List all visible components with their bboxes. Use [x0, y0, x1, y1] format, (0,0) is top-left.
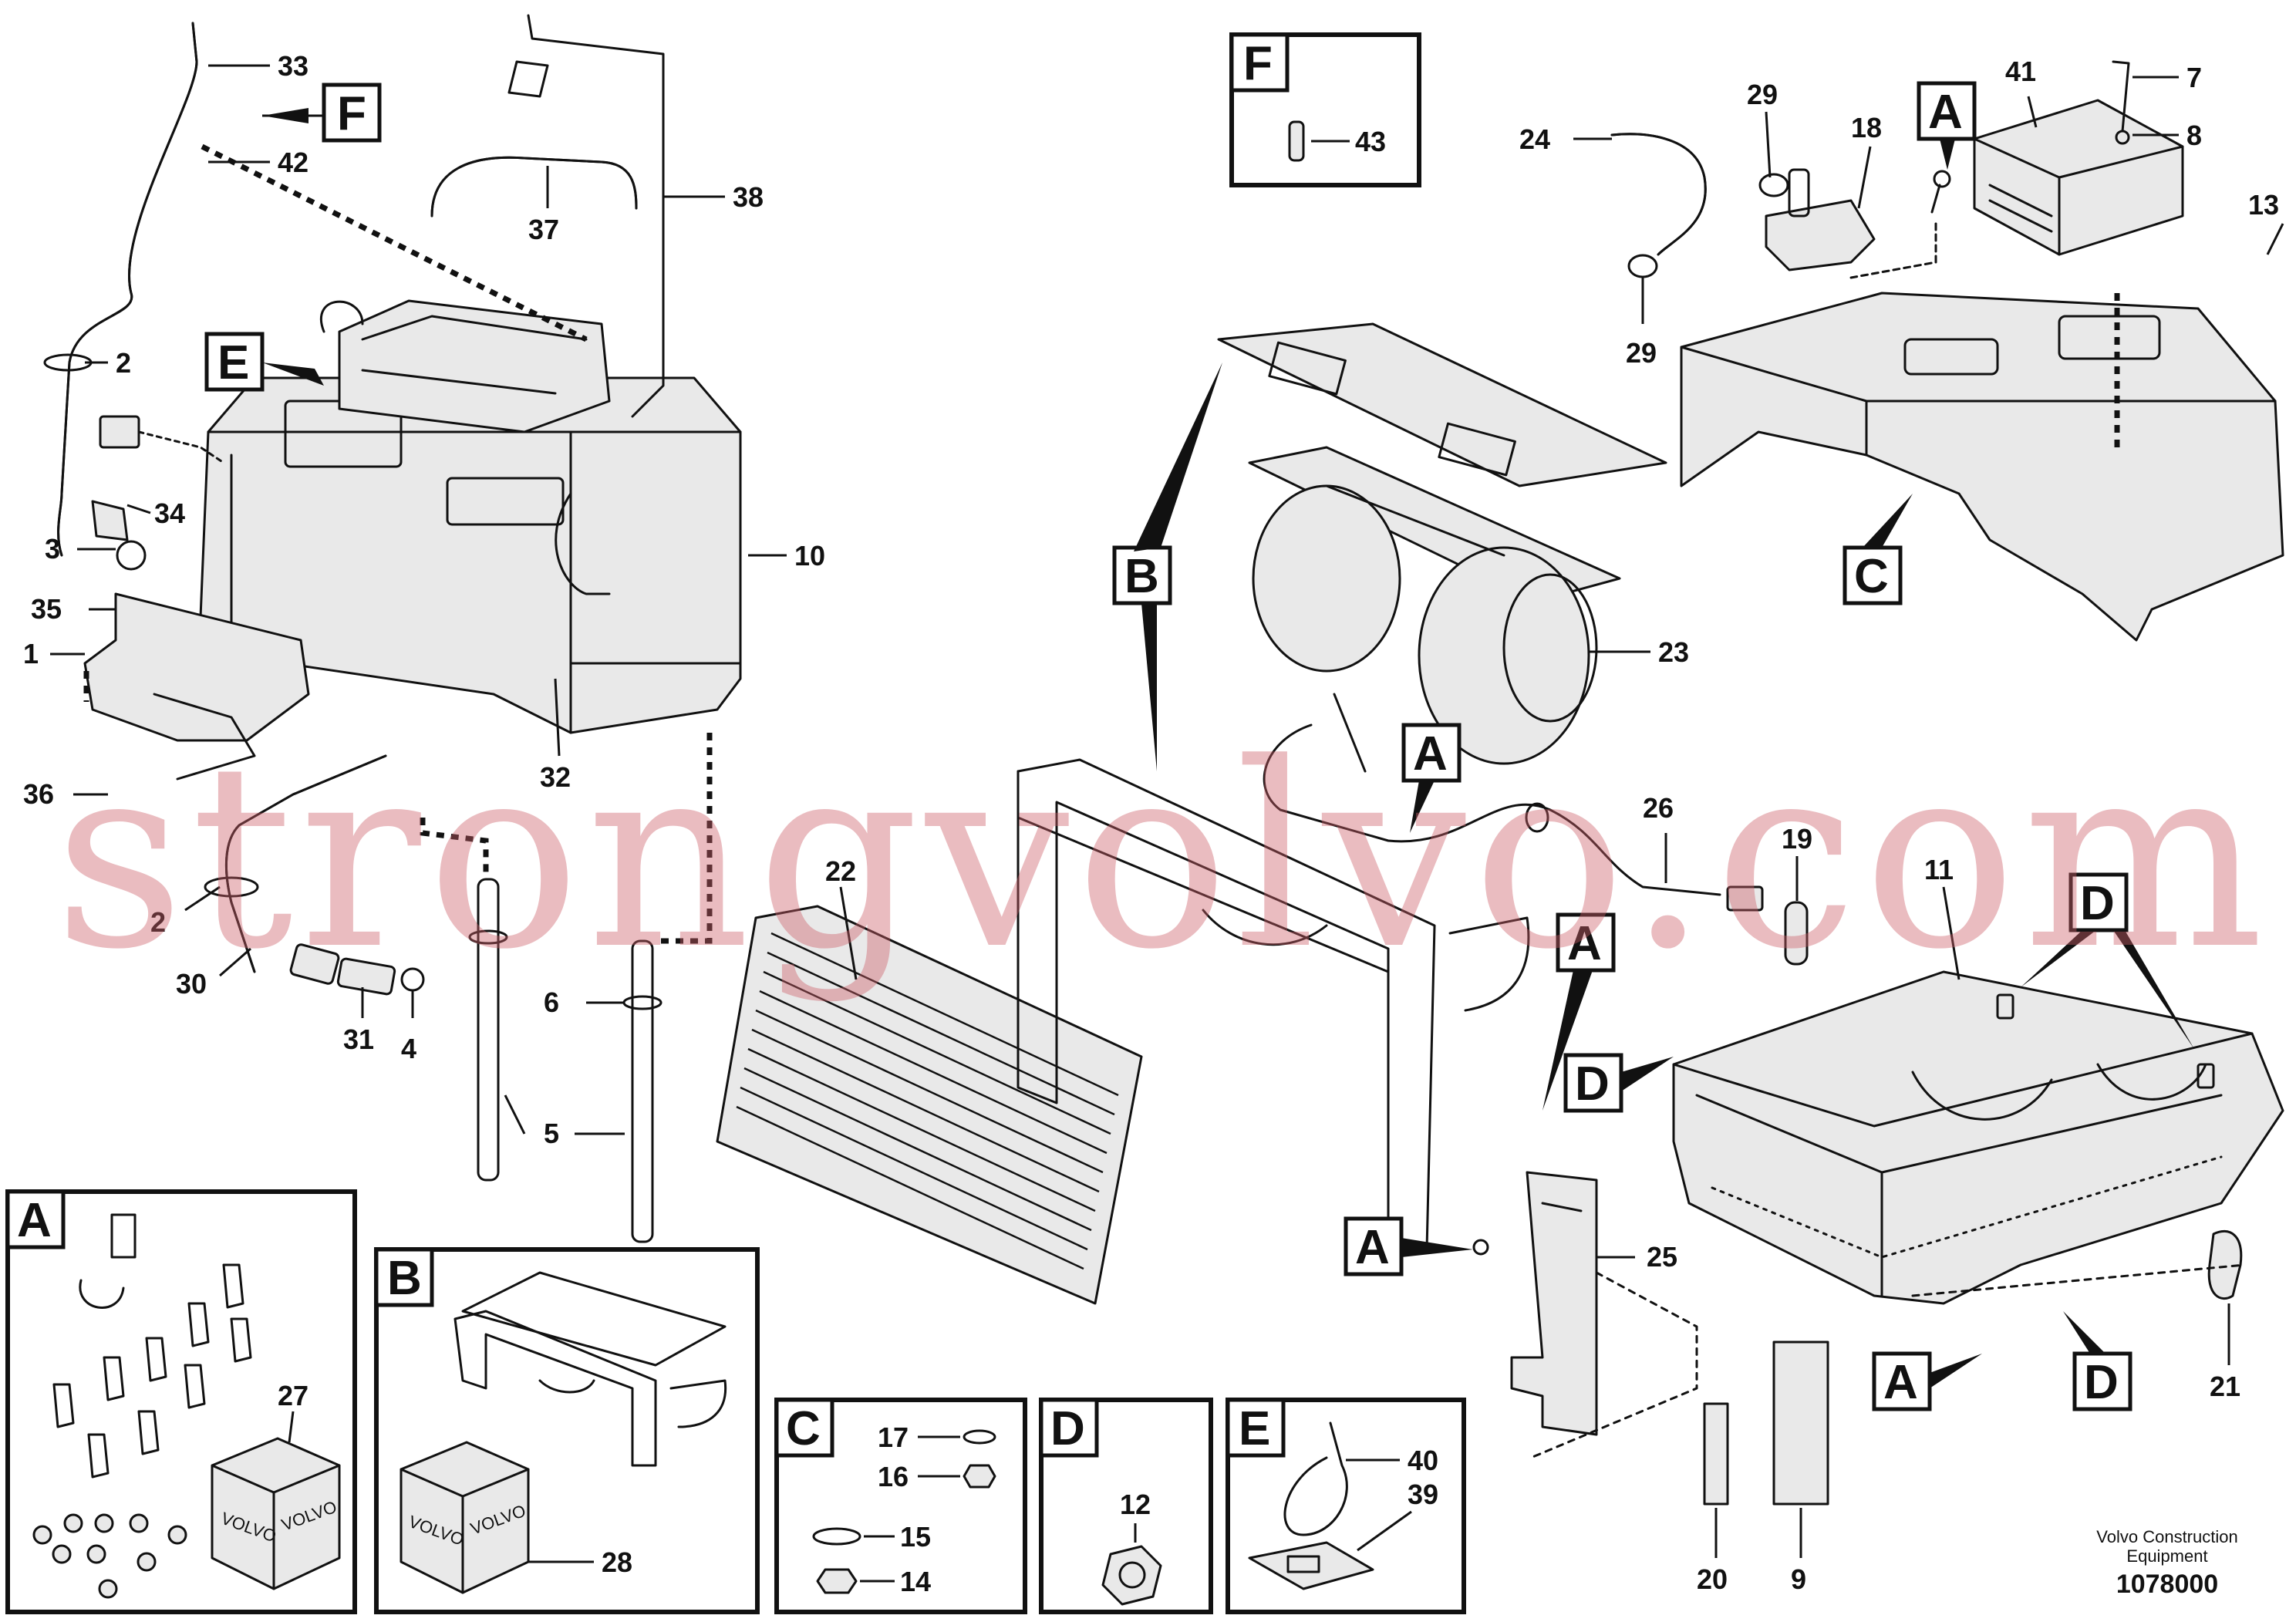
svg-text:E: E — [1239, 1402, 1270, 1455]
label-6: 6 — [544, 986, 559, 1018]
svg-text:D: D — [2084, 1356, 2119, 1409]
label-36: 36 — [23, 778, 54, 810]
svg-text:A: A — [1883, 1356, 1918, 1409]
label-29-bottom: 29 — [1626, 337, 1657, 369]
label-34: 34 — [154, 497, 185, 529]
hvac-unit-assembly — [43, 14, 742, 1243]
label-29-top: 29 — [1747, 79, 1778, 110]
svg-text:F: F — [337, 87, 366, 140]
label-5: 5 — [544, 1118, 559, 1149]
condenser-assembly — [716, 758, 1530, 1305]
svg-text:A: A — [1928, 86, 1963, 139]
label-13: 13 — [2248, 189, 2279, 221]
svg-text:D: D — [1050, 1402, 1085, 1455]
label-43: 43 — [1355, 126, 1386, 157]
watermark: strongvolvo.com — [54, 709, 2270, 1005]
label-30: 30 — [176, 968, 207, 1000]
label-35: 35 — [31, 593, 62, 625]
label-33: 33 — [278, 50, 308, 82]
label-26: 26 — [1643, 792, 1674, 824]
inset-e: E 40 39 — [1226, 1398, 1466, 1614]
footer-line1: Volvo Construction — [2096, 1527, 2237, 1546]
label-7: 7 — [2186, 62, 2202, 93]
label-38: 38 — [733, 181, 764, 213]
svg-text:F: F — [1243, 37, 1273, 90]
label-42: 42 — [278, 147, 308, 178]
svg-text:A: A — [17, 1194, 52, 1247]
label-14: 14 — [900, 1566, 931, 1597]
footer-line2: Equipment — [2126, 1546, 2207, 1566]
label-24: 24 — [1519, 123, 1550, 155]
label-19: 19 — [1782, 823, 1812, 855]
label-11: 11 — [1924, 854, 1954, 885]
inset-a: A VOLVO VOLVO 27 — [5, 1189, 357, 1614]
label-17: 17 — [878, 1421, 909, 1453]
label-3: 3 — [45, 533, 60, 565]
label-25: 25 — [1647, 1241, 1677, 1273]
label-16: 16 — [878, 1461, 909, 1492]
top-cover-assembly — [1610, 60, 2284, 642]
label-8: 8 — [2186, 120, 2202, 151]
label-28: 28 — [602, 1546, 632, 1578]
label-2-bottom: 2 — [150, 906, 166, 938]
inset-b: B VOLVO VOLVO 28 — [374, 1247, 760, 1614]
label-31: 31 — [343, 1023, 374, 1055]
part-number-labels: 33 42 2 34 3 35 1 36 10 32 37 38 2 30 31… — [23, 50, 2284, 1595]
label-12: 12 — [1120, 1489, 1151, 1520]
blower-assembly — [1217, 322, 1764, 912]
label-40: 40 — [1408, 1445, 1438, 1476]
label-23: 23 — [1658, 636, 1689, 668]
svg-text:D: D — [2080, 877, 2115, 930]
label-9: 9 — [1791, 1563, 1806, 1595]
label-4: 4 — [401, 1033, 416, 1064]
label-1: 1 — [23, 638, 39, 669]
label-22: 22 — [825, 855, 856, 887]
inset-c: C 17 16 15 14 — [774, 1398, 1027, 1614]
footer: Volvo Construction Equipment 1078000 — [2096, 1527, 2237, 1599]
label-27: 27 — [278, 1380, 308, 1411]
svg-text:A: A — [1355, 1221, 1390, 1274]
reference-callouts: F E B C A A A A A D D D — [204, 81, 2194, 1411]
svg-text:C: C — [1854, 550, 1889, 603]
label-15: 15 — [900, 1521, 931, 1553]
drawing-number: 1078000 — [2116, 1570, 2218, 1599]
inset-d: D 12 — [1039, 1398, 1213, 1614]
lower-housing-assembly — [1510, 901, 2284, 1506]
svg-text:A: A — [1413, 727, 1448, 781]
svg-text:A: A — [1567, 917, 1602, 970]
label-21: 21 — [2210, 1371, 2240, 1402]
label-20: 20 — [1697, 1563, 1728, 1595]
label-10: 10 — [794, 540, 825, 572]
label-2-top: 2 — [116, 347, 131, 379]
label-32: 32 — [540, 761, 571, 793]
svg-text:D: D — [1575, 1057, 1610, 1111]
label-18: 18 — [1851, 112, 1882, 143]
inset-f: F 43 — [1229, 32, 1421, 187]
label-37: 37 — [528, 214, 559, 245]
label-41: 41 — [2005, 56, 2036, 87]
svg-text:C: C — [786, 1402, 821, 1455]
svg-text:B: B — [1124, 550, 1159, 603]
label-39: 39 — [1408, 1479, 1438, 1510]
svg-text:B: B — [387, 1252, 422, 1305]
svg-text:E: E — [217, 336, 249, 389]
